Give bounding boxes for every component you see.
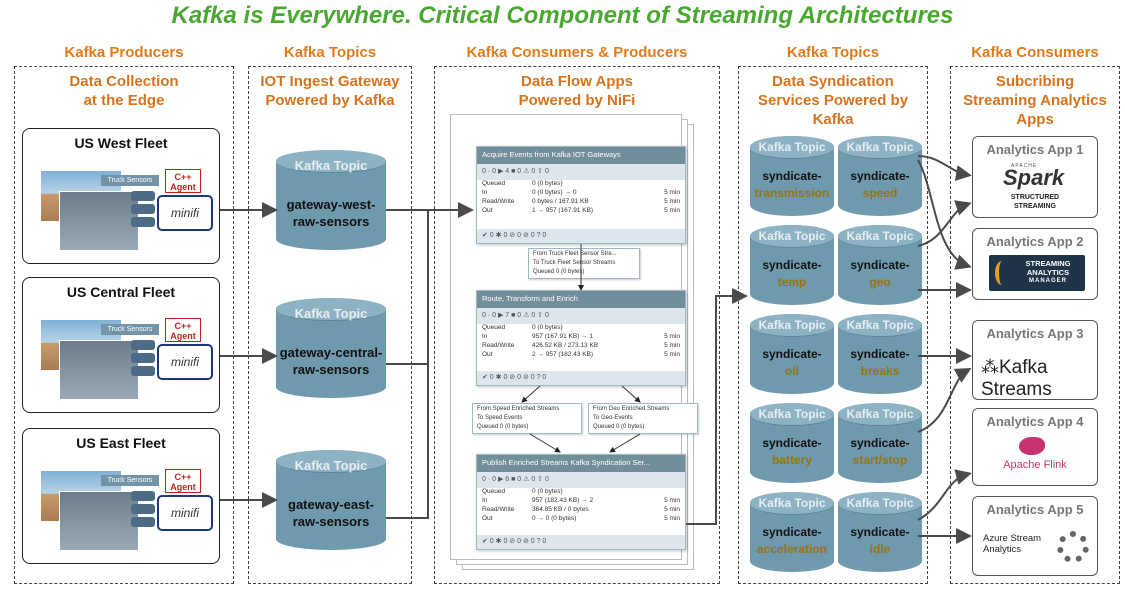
arrow-startstop-to-app3: [917, 368, 972, 433]
minifi-logo: minifi: [157, 195, 213, 231]
truck-sensors-label: Truck Sensors: [101, 324, 159, 335]
cpp-agent-badge: C++ Agent: [165, 169, 201, 193]
column-header-syndication-topics: Kafka Topics: [786, 44, 880, 61]
topic-gateway-east: Kafka Topic gateway-east-raw-sensors: [276, 450, 386, 550]
minifi-logo: minifi: [157, 344, 213, 380]
column-header-consumers: Kafka Consumers: [971, 44, 1099, 61]
fleet-name: US East Fleet: [76, 435, 166, 451]
panel-syndication: [738, 66, 928, 584]
fleet-name: US West Fleet: [74, 135, 168, 151]
nifi-link-2-speed: [521, 385, 541, 403]
group-title: Publish Enriched Streams Kafka Syndicati…: [477, 455, 685, 472]
column-header-producers: Kafka Producers: [64, 44, 184, 61]
nifi-process-group-acquire[interactable]: Acquire Events from Kafka IOT Gateways 0…: [476, 146, 686, 244]
analytics-app-3: Analytics App 3 ⁂Kafka Streams: [972, 320, 1098, 400]
nifi-process-group-route[interactable]: Route, Transform and Enrich 0 · 0 ▶ 7 ■ …: [476, 290, 686, 386]
kafka-icon: ⁂: [981, 357, 999, 377]
panel-producers: [14, 66, 234, 584]
page-title: Kafka is Everywhere. Critical Component …: [171, 2, 954, 29]
cpp-agent-badge: C++ Agent: [165, 318, 201, 342]
arrow-east-topic-to-nifi: [386, 210, 429, 519]
topic-syndicate-temp: Kafka Topic syndicate-temp: [750, 225, 834, 305]
topic-gateway-central: Kafka Topic gateway-central-raw-sensors: [276, 298, 386, 398]
truck-sensors-label: Truck Sensors: [101, 475, 159, 486]
server-icon: [131, 191, 155, 231]
gear-icon: [1057, 531, 1089, 563]
panel-nifi: [434, 66, 720, 584]
group-footer: ✔ 0 ✱ 0 ⊘ 0 ⊘ 0 ? 0: [477, 371, 685, 385]
app-name: Analytics App 4: [986, 414, 1084, 429]
topic-syndicate-transmission: Kafka Topic syndicate-transmission: [750, 136, 834, 216]
fleet-name: US Central Fleet: [66, 284, 176, 300]
analytics-app-4: Analytics App 4 Apache Flink: [972, 408, 1098, 486]
flink-logo: Apache Flink: [1003, 459, 1067, 471]
column-header-ingest-topics: Kafka Topics: [283, 44, 377, 61]
arrow-speed-to-app2: [917, 159, 972, 270]
panel-ingest-topics: [248, 66, 412, 584]
nifi-connection-1[interactable]: From Truck Fleet Sensor Stre...To Truck …: [528, 248, 640, 279]
column-header-nifi: Kafka Consumers & Producers: [466, 44, 688, 61]
topic-syndicate-idle: Kafka Topic syndicate-idle: [838, 492, 922, 572]
app-name: Analytics App 2: [986, 234, 1084, 249]
server-icon: [131, 491, 155, 531]
arrow-temp-to-app1: [917, 200, 972, 247]
nifi-link-2-geo: [621, 385, 641, 403]
fleet-east: US East Fleet Truck Sensors C++ Agent mi…: [22, 428, 220, 564]
fleet-west: US West Fleet Truck Sensors C++ Agent mi…: [22, 128, 220, 264]
group-status: 0 · 0 ▶ 4 ■ 0 ⚠ 0 ⇧ 0: [477, 164, 685, 180]
group-footer: ✔ 0 ✱ 0 ⊘ 0 ⊘ 0 ? 0: [477, 229, 685, 243]
nifi-process-group-publish[interactable]: Publish Enriched Streams Kafka Syndicati…: [476, 454, 686, 550]
panel-consumers: [950, 66, 1120, 584]
truck-photo-front: [59, 491, 139, 551]
app-name: Analytics App 1: [986, 142, 1084, 157]
sam-swirl-icon: [995, 261, 1009, 285]
topic-syndicate-acceleration: Kafka Topic syndicate-acceleration: [750, 492, 834, 572]
spark-logo-prefix: APACHE: [1011, 163, 1038, 169]
arrow-idle-to-app4: [917, 469, 972, 521]
topic-syndicate-speed: Kafka Topic syndicate-speed: [838, 136, 922, 216]
fleet-central: US Central Fleet Truck Sensors C++ Agent…: [22, 277, 220, 413]
arrow-nifi-to-syndication: [686, 288, 748, 525]
group-footer: ✔ 0 ✱ 0 ⊘ 0 ⊘ 0 ? 0: [477, 535, 685, 549]
arrow-speed-to-app1: [917, 155, 972, 181]
topic-gateway-west: Kafka Topic gateway-west-raw-sensors: [276, 150, 386, 250]
group-title: Route, Transform and Enrich: [477, 291, 685, 308]
group-title: Acquire Events from Kafka IOT Gateways: [477, 147, 685, 164]
group-status: 0 · 0 ▶ 6 ■ 0 ⚠ 0 ⇧ 0: [477, 472, 685, 488]
app-name: Analytics App 3: [986, 326, 1084, 341]
arrow-central-topic-to-nifi: [386, 210, 429, 365]
kafka-streams-logo: ⁂Kafka Streams: [981, 357, 1052, 400]
spark-logo: Spark: [1003, 165, 1065, 190]
topic-syndicate-breaks: Kafka Topic syndicate-breaks: [838, 314, 922, 394]
topic-syndicate-battery: Kafka Topic syndicate-battery: [750, 403, 834, 483]
topic-syndicate-geo: Kafka Topic syndicate-geo: [838, 225, 922, 305]
server-icon: [131, 340, 155, 380]
group-status: 0 · 0 ▶ 7 ■ 0 ⚠ 0 ⇧ 0: [477, 308, 685, 324]
flink-squirrel-icon: [1019, 437, 1045, 455]
nifi-link-speed-3: [529, 433, 561, 453]
topic-syndicate-oil: Kafka Topic syndicate-oil: [750, 314, 834, 394]
app-name: Analytics App 5: [986, 502, 1084, 517]
cpp-agent-badge: C++ Agent: [165, 469, 201, 493]
truck-photo-front: [59, 340, 139, 400]
truck-sensors-label: Truck Sensors: [101, 175, 159, 186]
nifi-link-geo-3: [609, 433, 641, 453]
topic-syndicate-start-stop: Kafka Topic syndicate-start/stop: [838, 403, 922, 483]
minifi-logo: minifi: [157, 495, 213, 531]
